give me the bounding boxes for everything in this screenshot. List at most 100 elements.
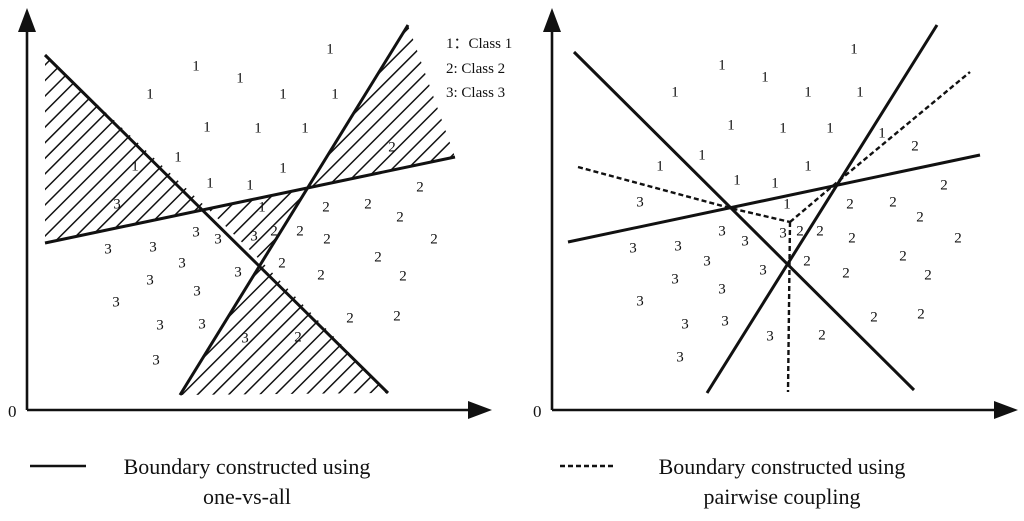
right-x-axis-arrow xyxy=(994,401,1018,419)
class-1-point: 1 xyxy=(878,125,886,141)
class-1-point: 1 xyxy=(279,86,287,102)
class-3-point: 3 xyxy=(766,328,774,344)
class-1-point: 1 xyxy=(779,120,787,136)
class-1-point: 1 xyxy=(761,69,769,85)
class-2-point: 2 xyxy=(364,196,372,212)
class-2-point: 2 xyxy=(430,231,438,247)
caption-solid-line1: Boundary constructed using xyxy=(124,454,371,479)
class-2-point: 2 xyxy=(803,253,811,269)
class-1-point: 1 xyxy=(804,84,812,100)
class-3-point: 3 xyxy=(156,317,164,333)
class-2-point: 2 xyxy=(899,248,907,264)
class-3-point: 3 xyxy=(104,241,112,257)
class-2-point: 2 xyxy=(399,268,407,284)
class-2-point: 2 xyxy=(917,306,925,322)
class-2-point: 2 xyxy=(374,249,382,265)
class-1-point: 1 xyxy=(236,70,244,86)
class-1-point: 1 xyxy=(826,120,834,136)
class-2-point: 2 xyxy=(818,327,826,343)
class-3-point: 3 xyxy=(676,349,684,365)
class-3-point: 3 xyxy=(703,253,711,269)
class-1-point: 1 xyxy=(656,158,664,174)
class-3-point: 3 xyxy=(152,352,160,368)
legend-class1: 1：Class 1 xyxy=(446,36,512,52)
class-2-point: 2 xyxy=(388,139,396,155)
class-3-point: 3 xyxy=(629,240,637,256)
caption-dashed: Boundary constructed using pairwise coup… xyxy=(560,454,905,509)
class-2-point: 2 xyxy=(954,230,962,246)
class-2-point: 2 xyxy=(870,309,878,325)
class-2-point: 2 xyxy=(322,199,330,215)
class-1-point: 1 xyxy=(174,149,182,165)
class-3-point: 3 xyxy=(779,225,787,241)
class-2-point: 2 xyxy=(346,310,354,326)
right-pairwise-boundary-2-3 xyxy=(786,221,792,393)
class-1-point: 1 xyxy=(771,175,779,191)
class-2-point: 2 xyxy=(270,223,278,239)
hatched-region-top-right xyxy=(306,25,455,188)
class-2-point: 2 xyxy=(846,196,854,212)
class-2-point: 2 xyxy=(278,255,286,271)
class-1-point: 1 xyxy=(718,57,726,73)
class-3-point: 3 xyxy=(113,196,121,212)
class-2-point: 2 xyxy=(317,267,325,283)
class-1-point: 1 xyxy=(804,158,812,174)
class-1-point: 1 xyxy=(733,172,741,188)
class-1-point: 1 xyxy=(326,41,334,57)
left-y-axis-arrow xyxy=(18,8,36,32)
left-legend: 1：Class 1 2: Class 2 3: Class 3 xyxy=(446,36,512,101)
class-2-point: 2 xyxy=(911,138,919,154)
class-1-point: 1 xyxy=(246,177,254,193)
right-origin-label: 0 xyxy=(533,402,542,421)
class-3-point: 3 xyxy=(198,316,206,332)
class-2-point: 2 xyxy=(323,231,331,247)
class-1-point: 1 xyxy=(192,58,200,74)
class-1-point: 1 xyxy=(254,120,262,136)
class-3-point: 3 xyxy=(636,194,644,210)
class-3-point: 3 xyxy=(149,239,157,255)
class-3-point: 3 xyxy=(718,223,726,239)
right-pairwise-boundary-1-2 xyxy=(789,71,971,223)
class-2-point: 2 xyxy=(294,329,302,345)
class-2-point: 2 xyxy=(842,265,850,281)
caption-dashed-line2: pairwise coupling xyxy=(703,484,860,509)
caption-solid-line2: one-vs-all xyxy=(203,484,291,509)
class-2-point: 2 xyxy=(796,223,804,239)
class-3-point: 3 xyxy=(112,294,120,310)
class-1-point: 1 xyxy=(206,175,214,191)
class-3-point: 3 xyxy=(759,262,767,278)
class-1-point: 1 xyxy=(671,84,679,100)
caption-solid: Boundary constructed using one-vs-all xyxy=(30,454,370,509)
class-3-point: 3 xyxy=(193,283,201,299)
legend-class2: 2: Class 2 xyxy=(446,61,505,77)
class-1-point: 1 xyxy=(301,120,309,136)
class-1-point: 1 xyxy=(331,86,339,102)
right-y-axis-arrow xyxy=(543,8,561,32)
class-3-point: 3 xyxy=(241,330,249,346)
class-1-point: 1 xyxy=(146,86,154,102)
class-2-point: 2 xyxy=(396,209,404,225)
class-3-point: 3 xyxy=(674,238,682,254)
class-3-point: 3 xyxy=(178,255,186,271)
right-boundary-class2-vs-all xyxy=(705,24,939,394)
class-1-point: 1 xyxy=(856,84,864,100)
class-3-point: 3 xyxy=(681,316,689,332)
hatched-region-left xyxy=(45,55,207,243)
class-3-point: 3 xyxy=(146,272,154,288)
class-2-point: 2 xyxy=(848,230,856,246)
class-3-point: 3 xyxy=(671,271,679,287)
class-1-point: 1 xyxy=(783,196,791,212)
right-boundary-class3-vs-all xyxy=(572,50,916,392)
class-1-point: 1 xyxy=(698,147,706,163)
caption-dashed-line1: Boundary constructed using xyxy=(659,454,906,479)
class-2-point: 2 xyxy=(924,267,932,283)
class-3-point: 3 xyxy=(636,293,644,309)
class-1-point: 1 xyxy=(258,199,266,215)
class-2-point: 2 xyxy=(889,194,897,210)
right-boundary-class1-vs-all xyxy=(567,153,981,244)
